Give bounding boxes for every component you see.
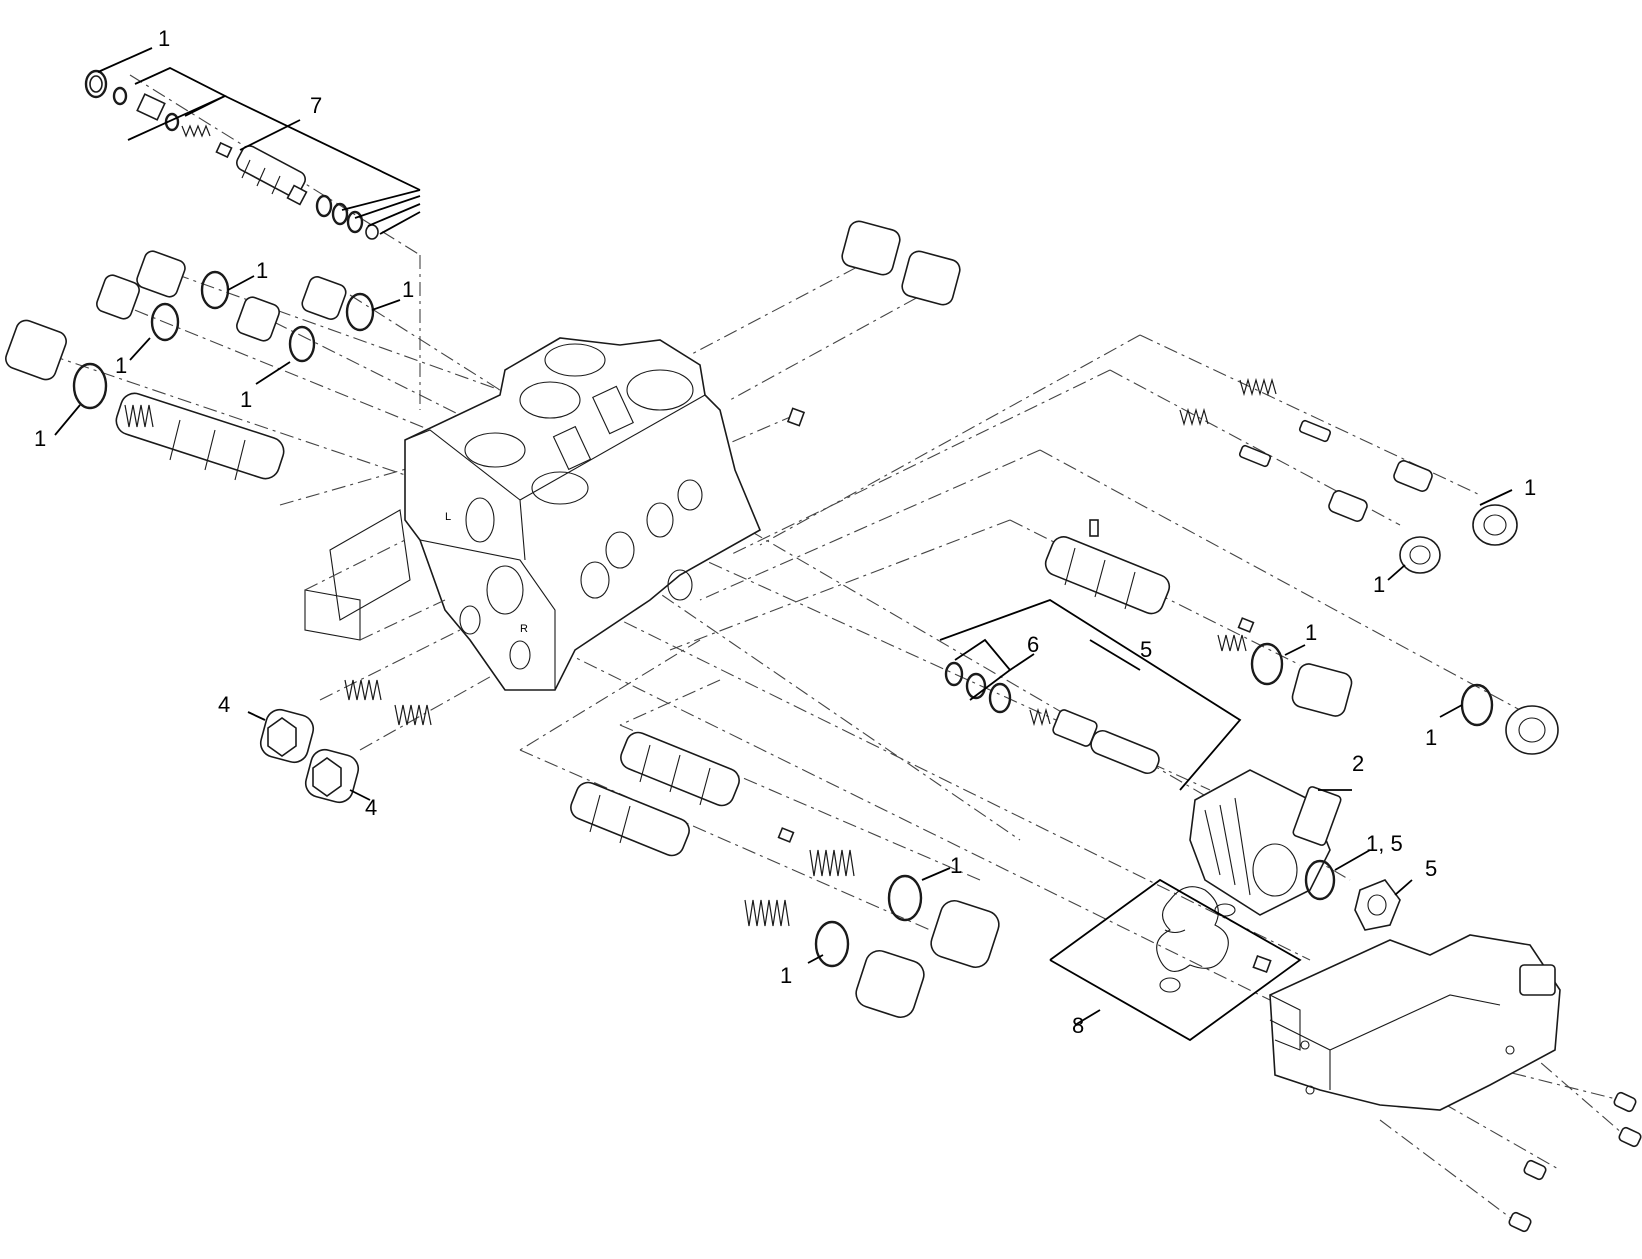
gasket-kit — [1156, 886, 1272, 993]
callout-8: 8 — [1072, 1013, 1084, 1038]
valve-body: L R — [304, 337, 762, 691]
assembly-lines — [49, 74, 1631, 1226]
callout-1: 1 — [1524, 475, 1536, 500]
callout-5: 5 — [1425, 856, 1437, 881]
callout-1: 1 — [115, 353, 127, 378]
callout-7: 7 — [310, 93, 322, 118]
main-spool-left — [115, 392, 285, 481]
upper-right-plugs — [786, 220, 961, 427]
callout-1-5: 1, 5 — [1366, 831, 1403, 856]
callout-1: 1 — [1305, 620, 1317, 645]
callout-labels: 1 7 1 1 1 1 1 1 1 6 5 1 1 2 1, 5 5 4 4 1… — [34, 26, 1536, 1038]
callout-1: 1 — [1425, 725, 1437, 750]
callout-2: 2 — [1352, 751, 1364, 776]
callout-5: 5 — [1140, 637, 1152, 662]
manifold-block — [1269, 934, 1642, 1233]
callout-6: 6 — [1027, 632, 1039, 657]
right-check-parts — [1179, 377, 1518, 574]
callout-1: 1 — [34, 426, 46, 451]
callout-1: 1 — [240, 387, 252, 412]
callout-1: 1 — [256, 258, 268, 283]
callout-1: 1 — [158, 26, 170, 51]
body-marking-right: R — [520, 623, 528, 635]
callout-leaders — [54, 47, 1513, 1042]
upper-left-plugs — [5, 250, 375, 410]
callout-1: 1 — [950, 853, 962, 878]
solenoid-cartridge — [944, 661, 1160, 775]
callout-1: 1 — [1373, 572, 1385, 597]
callout-4: 4 — [218, 692, 230, 717]
relief-cartridge-assembly — [84, 69, 379, 240]
callout-1: 1 — [780, 963, 792, 988]
solenoid-coil — [1189, 769, 1401, 931]
lower-left-parts — [570, 731, 1000, 1019]
body-marking-left: L — [445, 511, 451, 523]
middle-spool — [1044, 519, 1559, 755]
side-spring-plugs — [259, 679, 432, 804]
callout-1: 1 — [402, 277, 414, 302]
callout-4: 4 — [365, 795, 377, 820]
